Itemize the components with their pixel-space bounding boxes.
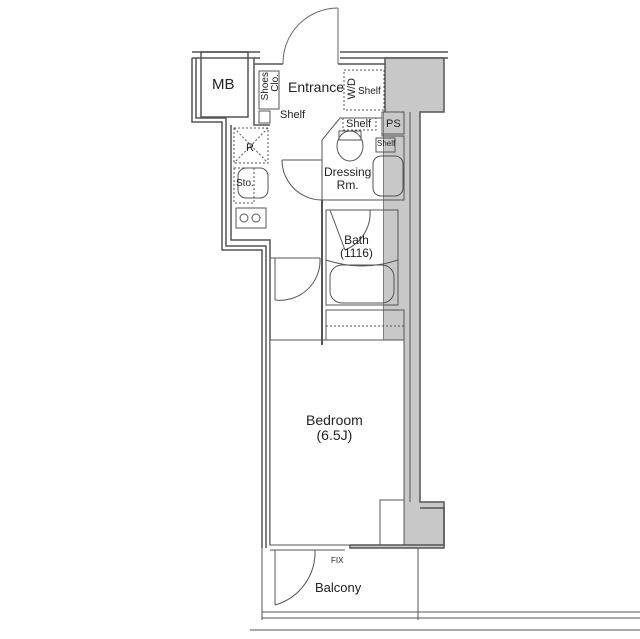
- label-mb: MB: [212, 76, 235, 93]
- label-bedroom: Bedroom (6.5J): [306, 412, 363, 444]
- left-inner-wall: [195, 58, 267, 548]
- label-shelf-toilet: Shelf: [346, 118, 372, 130]
- label-dressing-line1: Dressing: [324, 165, 372, 179]
- shoes-closet: [258, 70, 280, 110]
- washbasin: [372, 155, 404, 197]
- label-shelf-entrance: Shelf: [280, 109, 306, 121]
- label-bath-line2: (1116): [340, 246, 373, 261]
- top-wall-right: [340, 51, 448, 59]
- entrance-door-swing: [282, 7, 339, 65]
- toilet: [336, 130, 364, 162]
- dressing-wall: [321, 117, 405, 201]
- mb-closet: [200, 51, 249, 118]
- label-fridge: R: [246, 142, 254, 154]
- bedroom-door-swing: [274, 257, 321, 301]
- label-bedroom-line1: Bedroom: [306, 412, 363, 428]
- balcony-window: [270, 544, 345, 551]
- bath-room: [325, 209, 399, 306]
- shelf-entrance: [258, 110, 271, 124]
- left-outer-wall: [191, 58, 263, 548]
- wd-space: [343, 69, 385, 111]
- label-bath-line1: Bath: [344, 233, 369, 247]
- toilet-shelf: [342, 117, 377, 131]
- label-balcony: Balcony: [315, 580, 362, 595]
- label-entrance: Entrance: [288, 79, 345, 95]
- sink: [237, 167, 269, 199]
- label-ps: PS: [386, 118, 401, 130]
- label-wd: W/D: [346, 78, 358, 100]
- label-dressing-line2: Rm.: [336, 178, 359, 193]
- label-bedroom-line2: (6.5J): [316, 427, 353, 444]
- top-wall-left: [192, 51, 260, 59]
- bathtub: [329, 264, 395, 304]
- closet-shelf: [325, 309, 405, 341]
- label-shelf-wd: Shelf: [358, 86, 381, 97]
- bath-door: [329, 209, 371, 251]
- balcony-rail: [250, 548, 640, 631]
- fridge: [233, 127, 269, 164]
- label-shelf-small: Shelf: [377, 139, 396, 148]
- label-storage: Sto.: [236, 178, 254, 189]
- stove: [235, 207, 267, 229]
- balcony-door-swing: [274, 549, 316, 606]
- label-clo: Clo.: [270, 74, 281, 92]
- small-shelf: [375, 137, 396, 153]
- label-fix: FIX: [331, 556, 344, 565]
- label-dressing: Dressing Rm.: [324, 165, 372, 193]
- dressing-door-swing: [281, 159, 323, 201]
- label-bath: Bath (1116): [340, 233, 373, 261]
